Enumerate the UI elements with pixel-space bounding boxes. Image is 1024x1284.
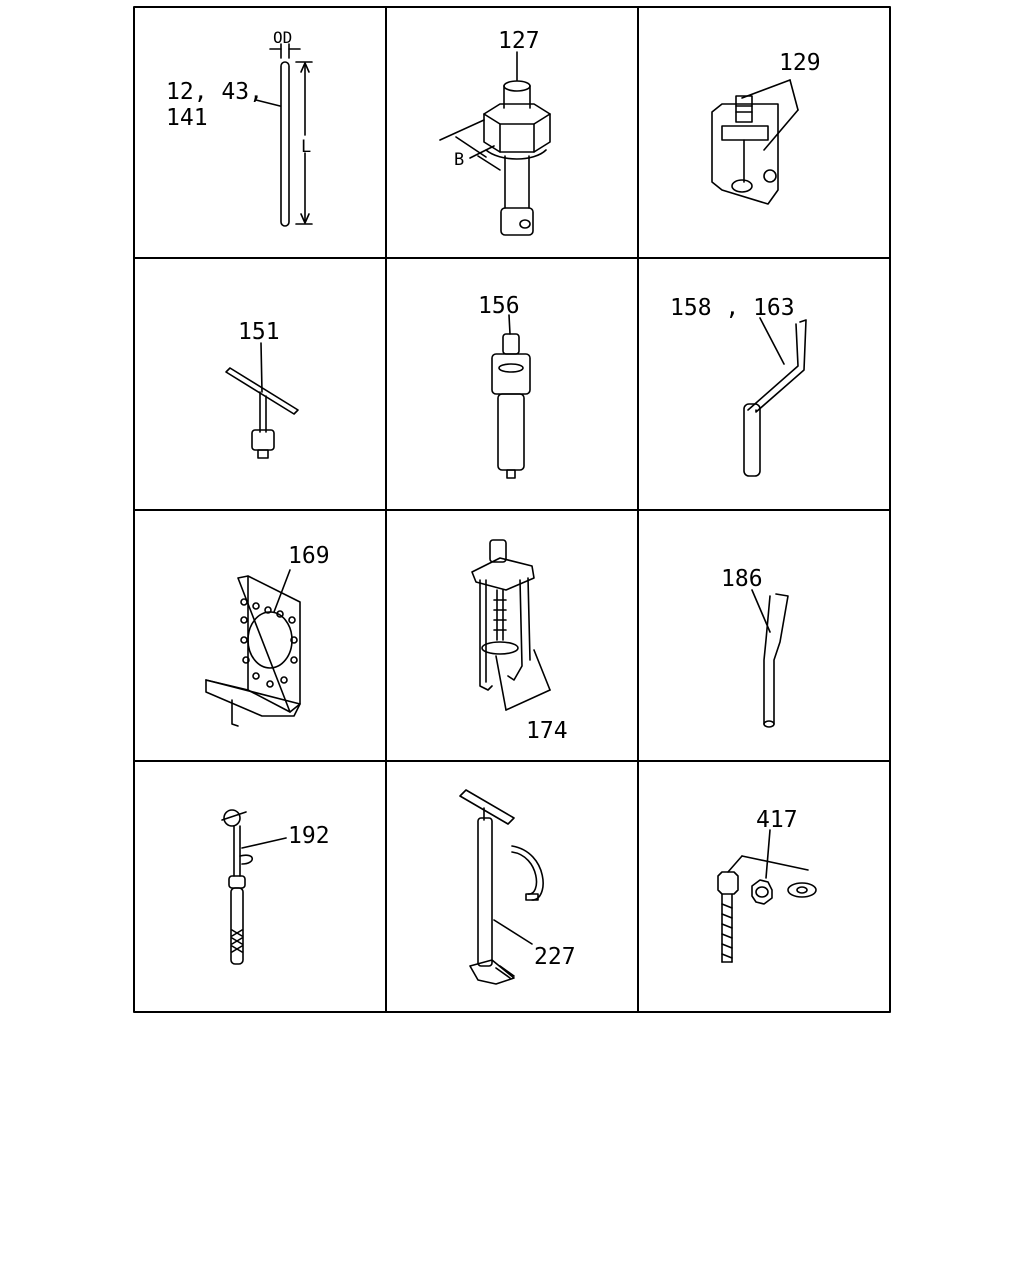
cell-151: 151 (225, 319, 299, 459)
bent-bar-icon (743, 317, 807, 477)
rod-icon (255, 43, 313, 227)
slide-hammer-icon (221, 809, 287, 965)
installer-tool-icon (491, 314, 531, 479)
dim-od: OD (273, 28, 292, 47)
cell-129: 129 (711, 50, 821, 205)
label-186: 186 (721, 566, 763, 592)
label-227: 227 (534, 944, 576, 970)
cell-417: 417 (717, 807, 817, 963)
label-174: 174 (526, 718, 568, 744)
dim-b: B (454, 150, 464, 170)
label-151: 151 (238, 319, 280, 345)
mounting-bracket-icon (205, 569, 301, 727)
label-169: 169 (288, 543, 330, 569)
grid-lines (133, 6, 891, 1013)
cell-192: 192 (221, 809, 330, 965)
label-127: 127 (498, 28, 540, 54)
label-192: 192 (288, 823, 330, 849)
cell-169: 169 (205, 543, 330, 727)
bolt-nut-washer-icon (717, 829, 817, 963)
cell-rod: 12, 43, 141 OD L (166, 28, 313, 227)
cell-174: 174 (471, 539, 568, 744)
label-129: 129 (779, 50, 821, 76)
grease-pump-icon (459, 789, 544, 985)
bearing-puller-icon (711, 79, 799, 205)
label-141: 141 (166, 105, 208, 131)
label-158-163: 158 , 163 (670, 295, 795, 321)
cell-158-163: 158 , 163 (670, 295, 807, 477)
cell-227: 227 (459, 789, 576, 985)
cell-127: 127 B (439, 28, 551, 236)
label-12-43: 12, 43, (166, 79, 263, 105)
cell-186: 186 (721, 566, 789, 728)
socket-wrench-icon (439, 51, 551, 236)
dim-l: L (301, 137, 311, 157)
chisel-bar-icon (751, 589, 789, 728)
t-handle-tool-icon (225, 342, 299, 459)
cell-156: 156 (478, 293, 531, 479)
gear-puller-icon (471, 539, 551, 711)
label-156: 156 (478, 293, 520, 319)
label-417: 417 (756, 807, 798, 833)
